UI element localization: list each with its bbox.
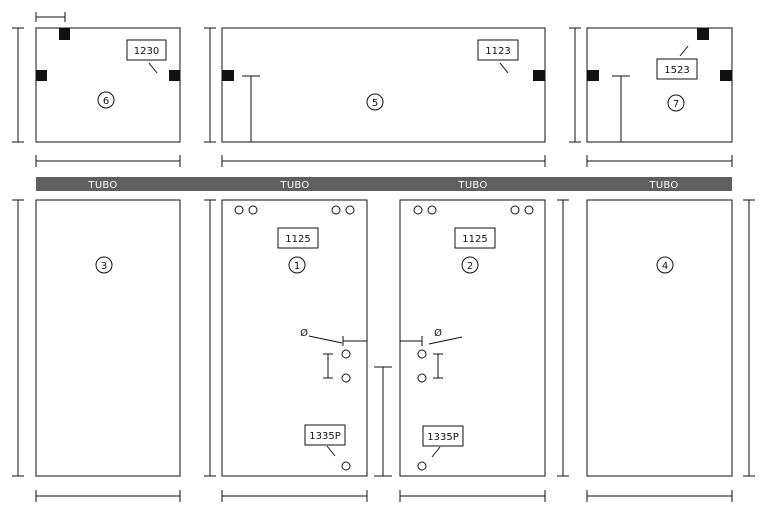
svg-text:1: 1 [294,261,300,272]
svg-text:1123: 1123 [485,46,510,57]
handle-hole [417,349,427,359]
bracket-right [720,70,732,81]
panel-1: 1125 1 Ø 1335P [221,199,368,477]
hardware-hole [417,461,427,471]
svg-text:2: 2 [467,261,473,272]
hinge-hole [524,205,534,215]
svg-text:1125: 1125 [285,234,310,245]
svg-text:1230: 1230 [134,46,159,57]
hardware-code-label: 1335P [422,425,464,447]
tube-label-1: TUBO [87,180,117,191]
bracket-left [587,70,599,81]
hinge-hole [510,205,520,215]
panel-7-width-dimension [586,155,733,167]
tube-label-2: TUBO [279,180,309,191]
hinge-hole [331,205,341,215]
handle-hole [341,349,351,359]
code-label: 1523 [656,58,698,80]
hinge-hole [427,205,437,215]
panel-number: 7 [667,94,685,112]
center-gap-dimension [374,366,392,477]
panel-number: 2 [461,256,479,274]
panel-1-height-dimension [204,199,216,477]
panel-4-height-dimension [743,199,755,477]
panel-5: 1123 5 [221,27,546,143]
svg-text:3: 3 [101,261,107,272]
panel-6: 1230 6 [35,27,181,143]
panel-7-height-dimension [569,27,581,143]
bracket-left [36,70,47,81]
tube-label-3: TUBO [457,180,487,191]
code-label: 1123 [477,39,519,61]
hinge-hole [413,205,423,215]
panel-5-height-dimension [204,27,216,143]
panel-5-width-dimension [221,155,546,167]
code-label: 1125 [277,227,319,249]
svg-text:6: 6 [103,96,109,107]
svg-text:7: 7 [673,99,679,110]
panel-2-width-dimension [399,490,546,502]
panel-3: 3 [35,199,181,477]
panel-1-width-dimension [221,490,368,502]
panel-number: 5 [366,93,384,111]
diameter-symbol: Ø [434,327,442,339]
svg-text:5: 5 [372,98,378,109]
panel-6-height-dimension [12,27,24,143]
code-label: 1230 [126,39,167,61]
svg-text:1335P: 1335P [309,431,340,442]
panel-number: 3 [95,256,113,274]
bracket-top [697,28,709,40]
top-small-dimension [35,12,66,22]
panel-number: 1 [288,256,306,274]
tube-bar: TUBO TUBO TUBO TUBO [36,177,732,191]
code-label: 1125 [454,227,496,249]
panel-3-width-dimension [35,490,181,502]
svg-text:1335P: 1335P [427,432,458,443]
tube-label-4: TUBO [648,180,678,191]
bracket-top [59,28,70,40]
panel-4: 4 [586,199,733,477]
handle-hole [341,373,351,383]
panel-2: 1125 2 Ø 1335P [399,199,546,477]
bracket-right [533,70,545,81]
panel-7: 1523 7 [586,27,733,143]
bracket-left [222,70,234,81]
panel-3-height-dimension [12,199,24,477]
svg-text:4: 4 [662,261,668,272]
hardware-code-label: 1335P [304,424,346,446]
panel-4-width-dimension [586,490,733,502]
hinge-hole [248,205,258,215]
panel-number: 4 [656,256,674,274]
hinge-hole [345,205,355,215]
hardware-hole [341,461,351,471]
handle-hole [417,373,427,383]
bracket-right [169,70,180,81]
panel-6-width-dimension [35,155,181,167]
panel-2-height-dimension [557,199,569,477]
svg-text:1125: 1125 [462,234,487,245]
panel-number: 6 [97,91,115,109]
svg-text:1523: 1523 [664,65,689,76]
hinge-hole [234,205,244,215]
diameter-symbol: Ø [300,327,308,339]
